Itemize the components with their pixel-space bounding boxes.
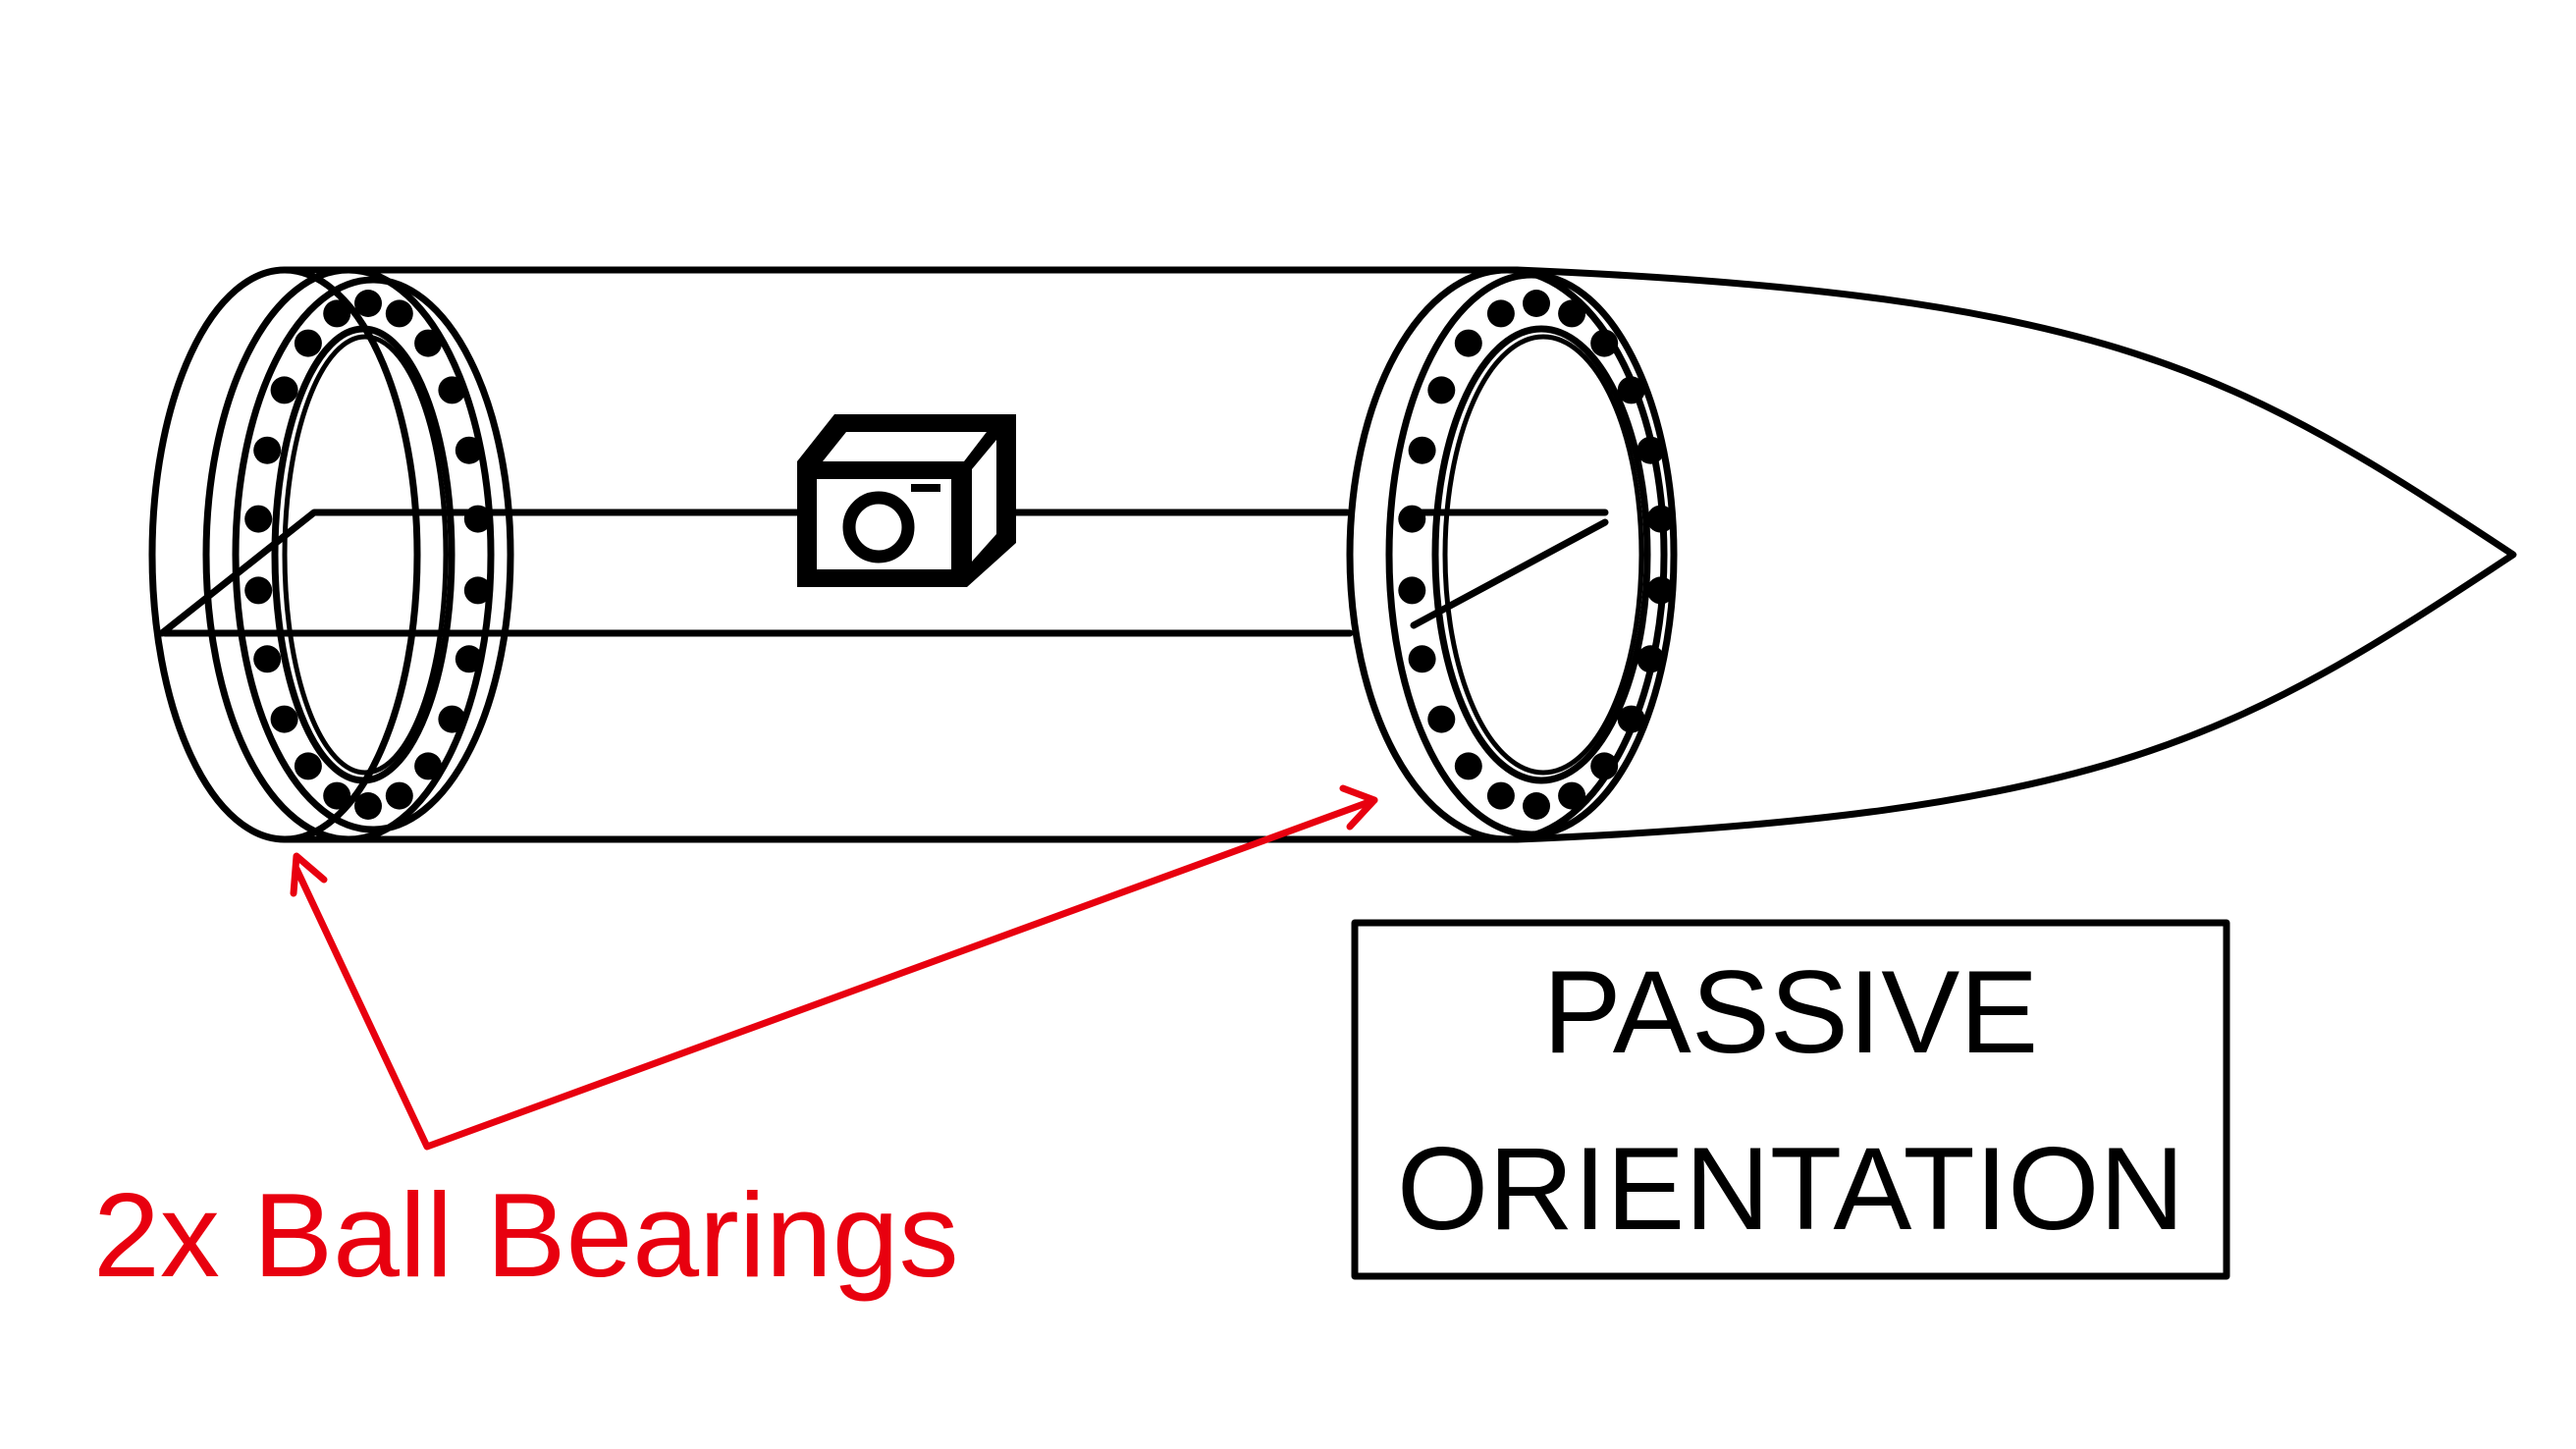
box-line-1: PASSIVE [1543,946,2039,1078]
nose-cone [1513,266,2517,843]
camera-icon [797,414,1016,587]
rear-bearing-ball [414,329,443,357]
front-bearing-ball [1637,645,1665,673]
rear-bearing-ball [253,436,282,464]
front-bearing-ball [1590,329,1619,357]
front-bearing-ball [1486,299,1515,328]
rear-bearing-ball [354,792,382,820]
rear-bearing-ball [438,376,466,404]
front-bearing-balls [1398,290,1675,820]
front-bearing-ball [1617,705,1645,733]
tube-body [281,266,1521,843]
front-bearing-ball [1523,792,1550,820]
rear-bearing-ball [455,645,483,673]
front-ball-bearing [1346,266,1678,843]
rear-bearing-ball [385,781,413,810]
rear-bearing-ball [354,290,382,317]
front-bearing-ball [1590,752,1619,780]
rear-bearing-ball [463,505,492,533]
front-bearing-ball [1454,752,1482,780]
front-bearing-ball [1617,376,1645,404]
rear-ball-bearing [148,266,514,843]
front-bearing-ball [1398,576,1426,605]
rear-bearing-ball [244,505,273,533]
front-bearing-ball [1398,505,1426,533]
rear-bearing-balls [244,290,492,820]
front-bearing-ball [1454,329,1482,357]
rear-bearing-ball [294,329,322,357]
front-bearing-ball [1486,781,1515,810]
front-bearing-ball [1427,705,1456,733]
rear-bearing-ball [323,781,351,810]
rear-bearing-ball [244,576,273,605]
box-line-2: ORIENTATION [1397,1123,2184,1255]
front-bearing-ball [1408,436,1436,464]
rear-bearing-ball [253,645,282,673]
rear-bearing-ball [385,299,413,328]
internal-rails [158,509,1609,637]
front-bearing-ball [1646,576,1675,605]
front-bearing-ball [1408,645,1436,673]
front-bearing-ball [1523,290,1550,317]
rear-bearing-ball [323,299,351,328]
rear-bearing-ball [455,436,483,464]
rear-bearing-ball [414,752,443,780]
front-bearing-ball [1558,299,1586,328]
front-bearing-ball [1637,436,1665,464]
ball-bearings-label: 2x Ball Bearings [93,1168,959,1302]
rear-bearing-ball [270,705,298,733]
rear-bearing-ball [294,752,322,780]
front-bearing-ball [1558,781,1586,810]
rear-bearing-ball [270,376,298,404]
front-bearing-ball [1646,505,1675,533]
rear-bearing-ball [463,576,492,605]
front-bearing-ball [1427,376,1456,404]
annotation-arrows [290,784,1378,1151]
passive-orientation-box: PASSIVE ORIENTATION [1351,919,2230,1280]
rear-bearing-ball [438,705,466,733]
